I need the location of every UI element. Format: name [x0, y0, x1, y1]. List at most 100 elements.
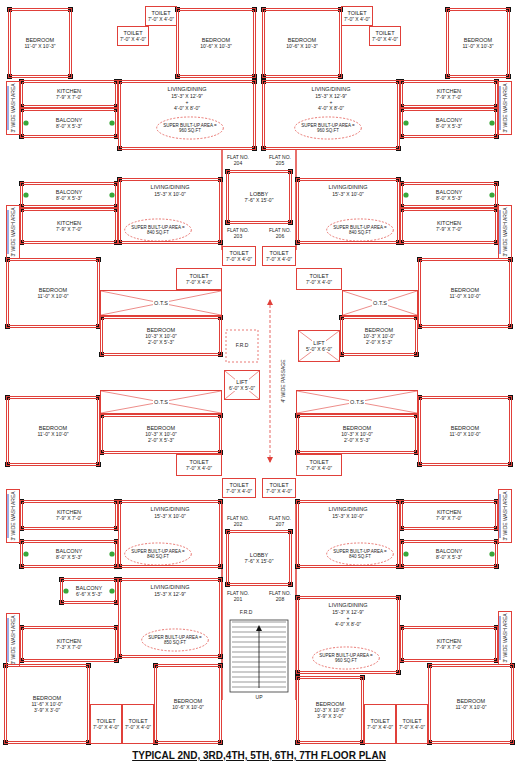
plant: [109, 192, 114, 197]
room-size: 7'-0" X 4'-0": [266, 256, 292, 262]
room-size: 11'-0" X 10'-3": [462, 43, 493, 49]
room-name: BEDROOM: [365, 327, 393, 334]
plant: [23, 192, 28, 197]
plant: [109, 120, 114, 125]
window: [8, 210, 9, 254]
plan-label: FLAT NO. 203: [225, 227, 251, 239]
room-size: 3'-9" X 3'-0": [34, 707, 60, 713]
room-name: KITCHEN: [57, 509, 81, 516]
room-name: BALCONY: [56, 117, 82, 124]
room-size: 7'-0" X 4'-0": [226, 256, 252, 262]
plant: [109, 551, 114, 556]
stair-step: [232, 622, 286, 623]
plan-label: FLAT NO. 206: [267, 227, 293, 239]
room-name: 3' WIDE WASH AREA: [502, 83, 508, 132]
shaft: LIFT6'-0" X 5'-0": [224, 370, 260, 400]
balcony: BALCONY8'-0" X 5'-3": [20, 540, 118, 568]
room-name: O.T.S: [153, 300, 169, 307]
room-size: 8'-0" X 5'-3": [56, 195, 82, 201]
room: BEDROOM11'-0" X 10'-0": [418, 396, 512, 466]
frd-box: [226, 330, 258, 362]
plan-label: FLAT NO. 202: [225, 515, 251, 527]
room-size: 7'-0" X 4'-0": [186, 465, 212, 471]
room-name: BEDROOM: [26, 37, 54, 44]
room-name: LIFT: [235, 379, 248, 386]
room: LIVING/DINING15'-3" X 10'-0" SUPER BUILT-…: [118, 178, 222, 244]
room-size: 15'-3" X 10'-0": [154, 191, 186, 197]
shaft: O.T.S: [342, 290, 418, 316]
area-note: SUPER BUILT-UP AREA = 840 SQ.FT: [131, 225, 185, 235]
stair-arrowhead: [256, 625, 262, 631]
room-name: TOILET: [189, 273, 208, 280]
room-name: O.T.S: [349, 399, 365, 406]
wash-area: 3' WIDE WASH AREA: [498, 205, 512, 259]
room-size: 7'-0" X 4'-0": [367, 724, 393, 730]
room-size: 8'-0" X 5'-3": [56, 554, 82, 560]
room-name: TOILET: [309, 273, 328, 280]
room-name: BEDROOM: [39, 287, 67, 294]
passage-line: [270, 300, 271, 462]
room-name: 3' WIDE WASH AREA: [10, 83, 16, 132]
room: BEDROOM11'-0" X 10'-0": [6, 396, 100, 466]
toilet: TOILET7'-0" X 4'-0": [262, 478, 296, 498]
room-name: TOILET: [229, 250, 248, 257]
room: KITCHEN7'-9" X 7'-0": [20, 80, 118, 108]
room-size: 15'-3" X 10'-0": [332, 513, 364, 519]
window: [500, 494, 501, 538]
area-oval: SUPER BUILT-UP AREA = 840 SQ.FT: [124, 542, 192, 566]
room: LOBBY7'-6" X 15'-0": [226, 530, 292, 586]
area-oval: SUPER BUILT-UP AREA = 850 SQ.FT: [141, 628, 209, 652]
area-note: SUPER BUILT-UP AREA = 960 SQ.FT: [319, 653, 373, 663]
balcony: BALCONY8'-0" X 5'-3": [400, 540, 498, 568]
room-size: 11'-0" X 10'-0": [455, 704, 486, 710]
plant: [63, 588, 68, 593]
plant: [489, 120, 494, 125]
room: BEDROOM10'-6" X 10'-3": [176, 8, 256, 78]
room-name: BEDROOM: [39, 425, 67, 432]
area-oval: SUPER BUILT-UP AREA = 960 SQ.FT: [156, 116, 224, 140]
room-name: TOILET: [347, 10, 366, 17]
plant: [489, 192, 494, 197]
room-size: 11'-0" X 10'-0": [449, 293, 480, 299]
room-size: 7'-3" X 7'-0": [56, 644, 82, 650]
area-note: SUPER BUILT-UP AREA = 840 SQ.FT: [333, 225, 387, 235]
room-name: BALCONY: [436, 548, 462, 555]
plan-title: TYPICAL 2ND, 3RD,4TH, 5TH, 6TH, 7TH FLOO…: [0, 750, 518, 761]
toilet: TOILET7'-0" X 4'-0": [145, 6, 177, 26]
toilet: TOILET7'-0" X 4'-0": [364, 704, 396, 744]
room-size: 10'-3" X 10'-0": [145, 333, 177, 339]
room-size: 10'-3" X 10'-0": [145, 431, 177, 437]
toilet: TOILET7'-0" X 4'-0": [122, 704, 154, 744]
room-name: LIVING/DINING: [151, 184, 190, 191]
room: LIVING/DINING15'-3" X 10'-0"SUPER BUILT-…: [296, 500, 400, 568]
room: LIVING/DINING15'-3" X 10'-0"SUPER BUILT-…: [296, 178, 400, 244]
toilet: TOILET7'-0" X 4'-0": [296, 454, 342, 476]
room-name: TOILET: [269, 250, 288, 257]
room-size: 4'-0" X 8'-0": [335, 621, 361, 627]
room-name: BEDROOM: [457, 698, 485, 705]
shaft: O.T.S: [100, 390, 222, 414]
toilet: TOILET7'-0" X 4'-0": [90, 704, 122, 744]
window: [8, 86, 9, 130]
room-name: TOILET: [375, 30, 394, 37]
plant: [403, 192, 408, 197]
balcony: BALCONY8'-0" X 5'-3": [20, 108, 118, 138]
room-size: 7'-9" X 7'-0": [56, 94, 82, 100]
room-name: 3' WIDE WASH AREA: [502, 613, 508, 662]
toilet: TOILET7'-0" X 4'-0": [341, 6, 373, 26]
room-size: 8'-0" X 5'-3": [436, 554, 462, 560]
room-size: 10'-6" X 10'-0": [172, 704, 204, 710]
plan-label: FLAT NO. 208: [267, 590, 293, 602]
room-size: 2'-0" X 5'-3": [148, 339, 174, 345]
toilet: TOILET7'-0" X 4'-0": [176, 454, 222, 476]
area-oval: SUPER BUILT-UP AREA = 840 SQ.FT: [326, 218, 394, 242]
room-name: BEDROOM: [202, 37, 230, 44]
balcony: BALCONY8'-0" X 5'-3": [20, 182, 118, 208]
room: BEDROOM11'-0" X 10'-3": [8, 8, 72, 78]
room-name: TOILET: [402, 718, 421, 725]
room-name: BEDROOM: [451, 425, 479, 432]
room: KITCHEN7'-9" X 7'-0": [20, 208, 118, 244]
room: KITCHEN7'-9" X 7'-0": [400, 626, 498, 662]
room: BEDROOM10'-3" X 10'-0"2'-0" X 5'-3": [100, 414, 222, 454]
